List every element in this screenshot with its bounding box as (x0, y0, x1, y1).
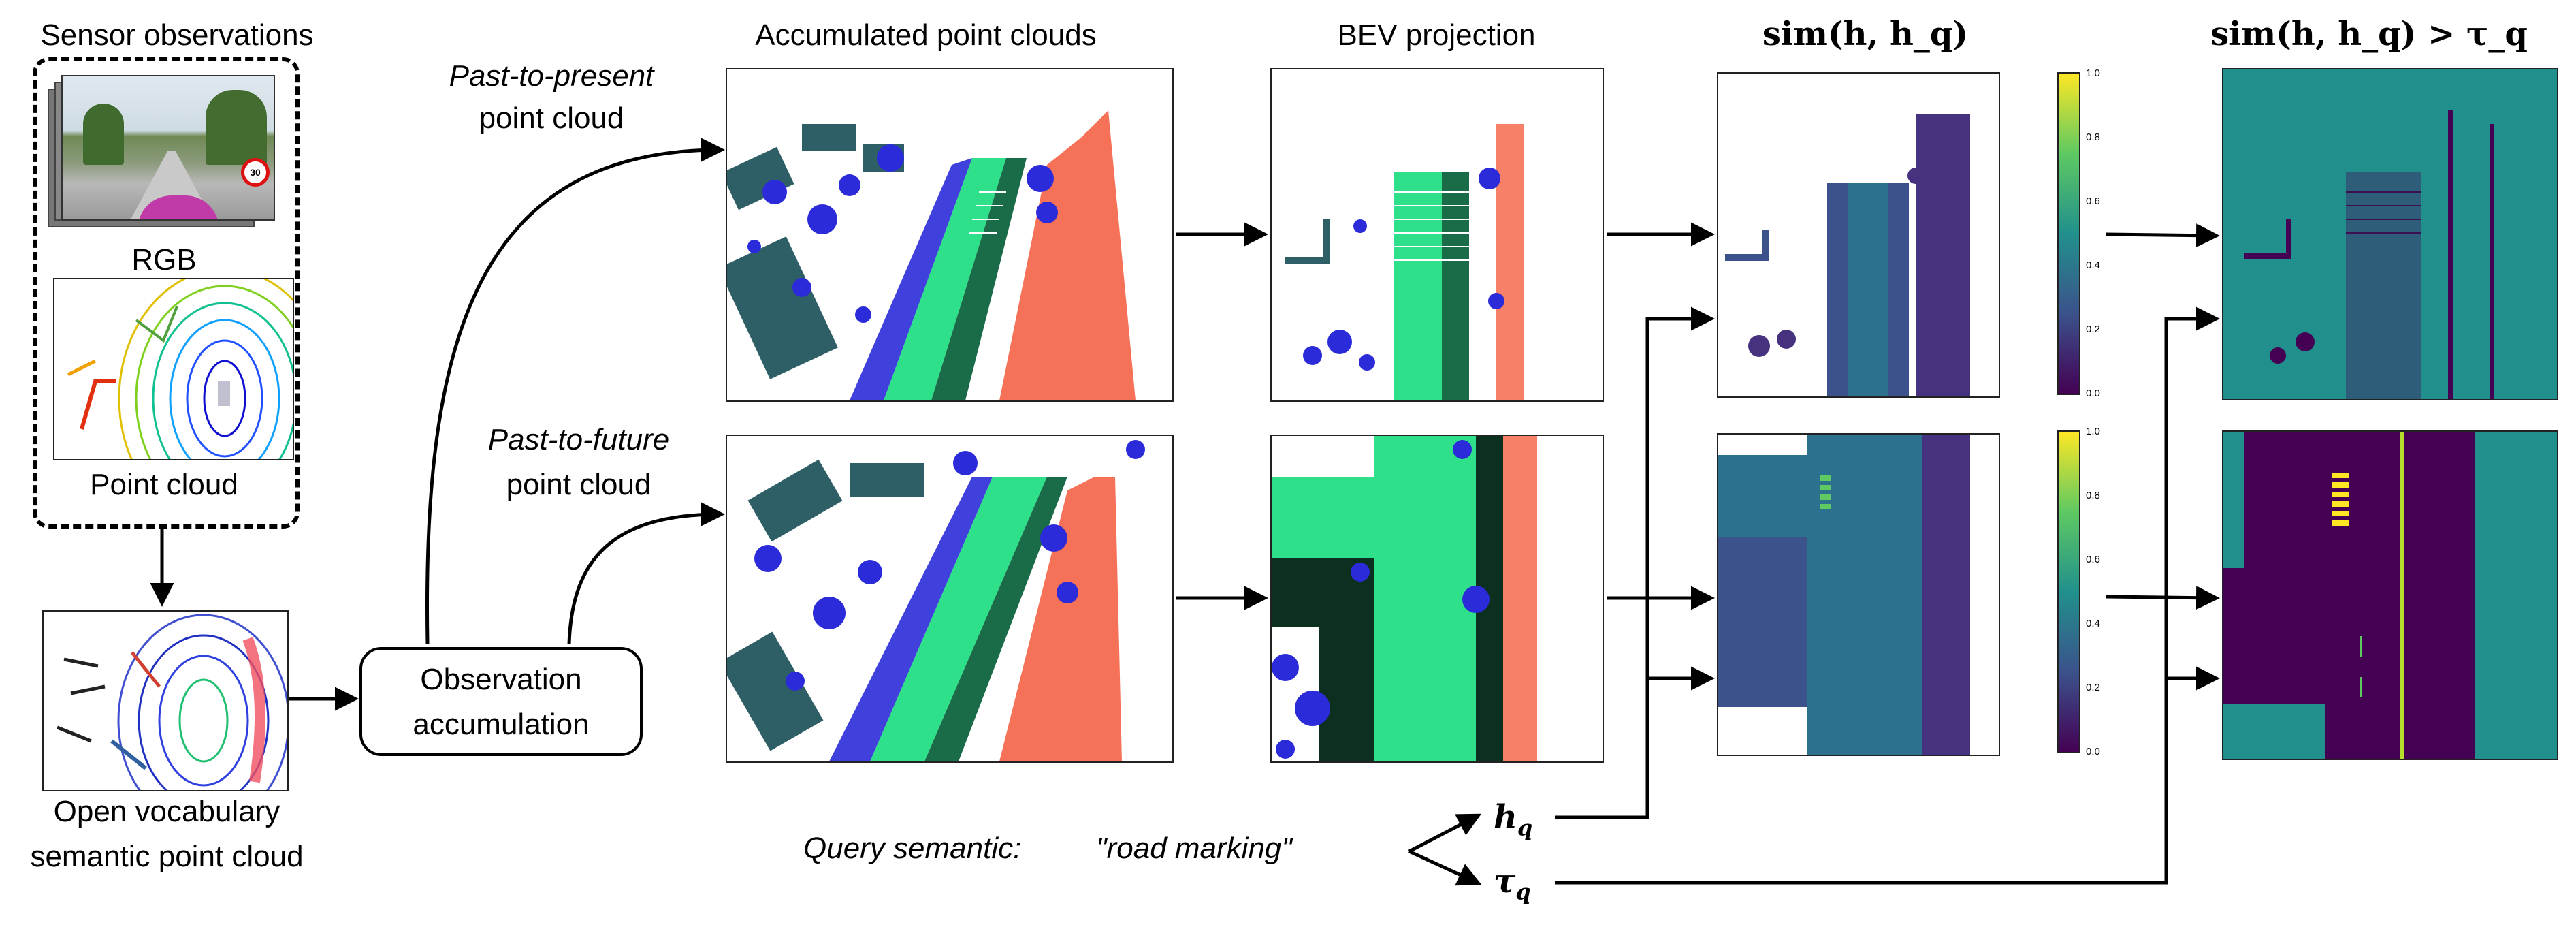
colorbar-tick: 0.2 (2086, 682, 2100, 693)
semantic-rings-graphic (57, 614, 287, 790)
sim-present-heatmap (1717, 72, 2000, 398)
colorbar-tick: 0.6 (2086, 554, 2100, 565)
rgb-image-stack: 30 (48, 75, 279, 238)
open-vocab-label-line2: semantic point cloud (30, 840, 304, 873)
tau-q-symbol: τq (1494, 865, 1548, 903)
threshold-title: sim(h, h_q) > τ_q (2165, 18, 2573, 50)
sim-present-colorbar (2057, 72, 2080, 395)
accumulated-present-image (726, 68, 1174, 402)
threshold-future-map (2222, 430, 2558, 760)
observation-accumulation-line1: Observation (420, 663, 582, 696)
observation-accumulation-box (359, 647, 643, 756)
bev-present-graphic (1285, 124, 1524, 400)
observation-accumulation-line2: accumulation (413, 708, 590, 741)
query-semantic-text: "road marking" (1096, 832, 1293, 865)
colorbar-tick: 0.0 (2086, 746, 2100, 757)
open-vocab-label-line1: Open vocabulary (53, 795, 280, 828)
colorbar-tick: 0.4 (2086, 618, 2100, 629)
speed-sign-icon: 30 (241, 158, 270, 187)
bev-future-image (1270, 435, 1604, 763)
sensor-observations-title: Sensor observations (40, 18, 314, 52)
threshold-title-text: sim(h, h_q) > τ_q (2210, 15, 2528, 53)
past-to-future-label-line2: point cloud (506, 468, 651, 501)
accumulated-future-graphic (727, 440, 1145, 761)
colorbar-tick: 0.4 (2086, 259, 2100, 271)
h-q-base: h (1494, 798, 1517, 836)
colorbar-tick: 0.6 (2086, 195, 2100, 207)
bev-projection-title: BEV projection (1337, 18, 1536, 52)
threshold-present-graphic (2244, 110, 2494, 399)
sim-future-colorbar (2057, 430, 2080, 753)
past-to-present-label: Past-to-present (449, 59, 654, 93)
sim-title: sim(h, h_q) (1688, 18, 2042, 50)
accumulated-point-clouds-title: Accumulated point clouds (755, 18, 1097, 52)
colorbar-tick: 0.8 (2086, 490, 2100, 501)
threshold-future-graphic (2223, 432, 2557, 759)
threshold-present-map (2222, 68, 2558, 400)
h-q-sub: q (1517, 815, 1533, 841)
sim-future-heatmap (1717, 433, 2000, 756)
rgb-image: 30 (61, 75, 275, 221)
h-q-symbol: hq (1494, 801, 1548, 839)
tau-q-sub: q (1515, 879, 1531, 905)
open-vocab-point-cloud-image (42, 610, 289, 791)
point-cloud-label: Point cloud (90, 468, 238, 501)
colorbar-tick: 0.8 (2086, 131, 2100, 143)
lidar-rings-graphic (67, 279, 293, 459)
accumulated-present-graphic (727, 110, 1136, 400)
colorbar-tick: 0.0 (2086, 388, 2100, 399)
sim-title-text: sim(h, h_q) (1762, 15, 1969, 53)
past-to-present-label-line2: point cloud (479, 101, 624, 135)
colorbar-tick: 1.0 (2086, 426, 2100, 437)
past-to-future-label: Past-to-future (487, 423, 670, 456)
sim-future-graphic (1718, 435, 1999, 755)
bev-present-image (1270, 68, 1604, 402)
sim-present-graphic (1718, 74, 1999, 396)
colorbar-tick: 0.2 (2086, 324, 2100, 335)
sensor-observations-box (33, 57, 300, 529)
point-cloud-image (53, 278, 294, 460)
colorbar-tick: 1.0 (2086, 67, 2100, 79)
bev-future-graphic (1272, 436, 1603, 761)
tau-q-base: τ (1494, 862, 1516, 900)
accumulated-future-image (726, 435, 1174, 763)
query-semantic-label: Query semantic: (803, 832, 1022, 865)
rgb-label: RGB (131, 243, 197, 277)
